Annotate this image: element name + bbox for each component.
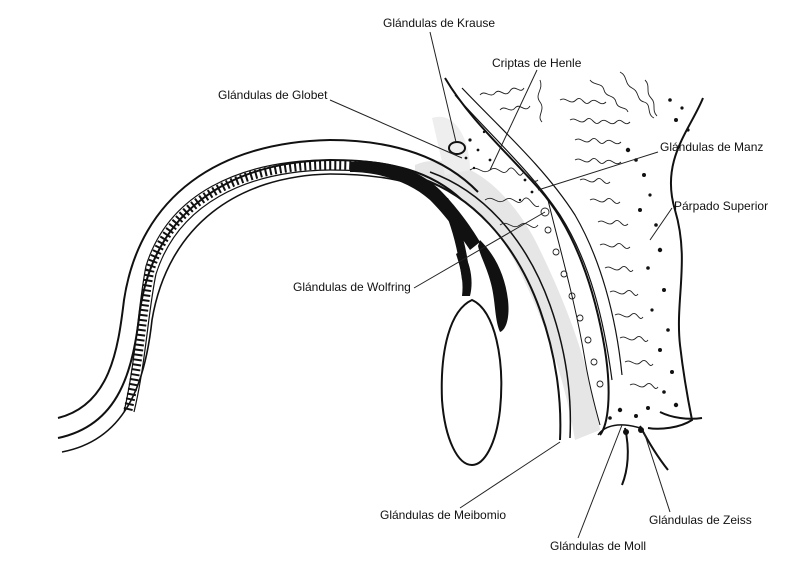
label-wolfring: Glándulas de Wolfring: [293, 280, 411, 294]
label-krause: Glándulas de Krause: [383, 16, 495, 30]
label-moll: Glándulas de Moll: [550, 539, 646, 553]
eyelid-tissue-texture: [448, 71, 659, 389]
fornix-glands: [350, 161, 572, 441]
lens: [440, 298, 503, 467]
label-manz: Glándulas de Manz: [660, 140, 763, 154]
gland-dots: [464, 98, 690, 420]
label-globet: Glándulas de Globet: [218, 88, 328, 102]
label-meibomio: Glándulas de Meibomio: [380, 508, 506, 522]
label-henle: Criptas de Henle: [492, 56, 582, 70]
conjunctiva-shading: [415, 116, 600, 440]
labels: Glándulas de Krause Criptas de Henle Glá…: [218, 16, 768, 553]
label-zeiss: Glándulas de Zeiss: [649, 513, 752, 527]
label-parpado-superior: Párpado Superior: [674, 199, 768, 213]
eyelashes: [621, 411, 703, 486]
leader-lines: [329, 31, 673, 539]
eyelid-outline: [444, 77, 704, 436]
